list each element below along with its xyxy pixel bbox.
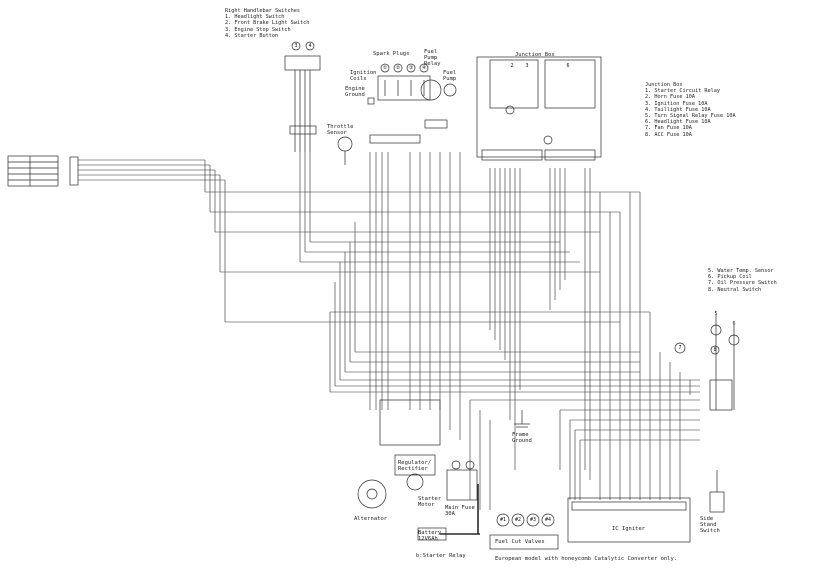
regulator-rectifier-label: Regulator/ Rectifier <box>398 460 432 472</box>
alternator <box>357 479 387 509</box>
spark-plug-assembly <box>367 63 431 144</box>
sensor-legend-item: 5. Water Temp. Sensor <box>708 268 774 274</box>
junction-box <box>476 56 602 161</box>
side-stand-switch <box>709 470 725 513</box>
callout-valve-2: #2 <box>514 517 522 523</box>
callout-sensor-8: 8 <box>713 347 717 353</box>
junction-legend-item: 3. Ignition Fuse 10A <box>645 100 708 107</box>
callout-plug-1: ① <box>382 65 388 71</box>
starter-motor <box>406 473 424 491</box>
callout-sensor-7: 7 <box>678 345 682 351</box>
ic-igniter-label: IC Igniter <box>612 526 646 532</box>
junction-legend-item: 4. Taillight Fuse 10A <box>645 106 711 113</box>
regulator-rectifier <box>379 399 441 476</box>
handlebar-legend: Right Handlebar Switches 1. Headlight Sw… <box>225 8 309 39</box>
fuel-pump-relay-label: Fuel Pump Relay <box>424 49 441 67</box>
junction-legend-item: 5. Turn Signal Relay Fuse 10A <box>645 113 736 120</box>
junction-legend-item: 8. ACC Fuse 10A <box>645 131 692 138</box>
callout-valve-4: #4 <box>544 517 552 523</box>
callout-sensor-5: 5 <box>714 311 718 317</box>
handlebar-switch-connector <box>284 41 321 152</box>
callout-handlebar-4: 4 <box>308 43 312 49</box>
starter-motor-label: Starter Motor <box>418 496 442 508</box>
footnote: European model with honeycomb Catalytic … <box>495 556 678 562</box>
starter-relay-label: b:Starter Relay <box>416 553 466 559</box>
junction-legend-item: 6. Headlight Fuse 10A <box>645 119 711 126</box>
sensor-legend: 5. Water Temp. Sensor 6. Pickup Coil 7. … <box>708 268 777 293</box>
callout-valve-3: #3 <box>529 517 537 523</box>
engine-ground-label: Engine Ground <box>345 86 365 98</box>
callout-plug-4: ④ <box>421 65 427 71</box>
ignition-coils-label: Ignition Coils <box>350 70 377 82</box>
battery <box>417 484 480 541</box>
alternator-label: Alternator <box>354 516 388 522</box>
main-fuse-label: Main Fuse 30A <box>445 505 475 517</box>
main-fuse-relay <box>446 460 478 501</box>
fuel-pump-assembly <box>420 79 457 129</box>
handlebar-legend-item: 4. Starter Button <box>225 32 279 39</box>
left-connector <box>7 155 79 187</box>
side-stand-switch-label: Side Stand Switch <box>700 516 720 534</box>
handlebar-legend-item: 1. Headlight Switch <box>225 14 285 21</box>
junction-legend-item: 2. Horn Fuse 10A <box>645 94 695 101</box>
handlebar-legend-item: 2. Front Brake Light Switch <box>225 20 310 27</box>
ic-igniter-box <box>567 497 691 543</box>
callout-plug-2: ② <box>395 65 401 71</box>
callout-junction-6: 6 <box>566 63 570 69</box>
junction-legend-title: Junction Box <box>645 82 683 88</box>
handlebar-legend-title: Right Handlebar Switches <box>225 8 300 14</box>
callout-valve-1: #1 <box>499 517 507 523</box>
junction-box-label: Junction Box <box>515 52 555 58</box>
sensor-group <box>674 315 740 411</box>
junction-legend-item: 1. Starter Circuit Relay <box>645 88 720 95</box>
main-harness <box>78 152 700 510</box>
callout-plug-3: ③ <box>408 65 414 71</box>
fuel-cut-valves <box>489 513 559 550</box>
battery-label: Battery 12V6Ah <box>418 530 442 542</box>
callout-junction-2: 2 <box>510 63 514 69</box>
sensor-legend-item: 7. Oil Pressure Switch <box>708 280 777 287</box>
handlebar-legend-item: 3. Engine Stop Switch <box>225 26 291 33</box>
junction-legend: Junction Box 1. Starter Circuit Relay 2.… <box>645 82 736 138</box>
fuel-cut-valves-label: Fuel Cut Valves <box>495 539 545 545</box>
throttle-sensor-label: Throttle Sensor <box>327 124 354 136</box>
throttle-sensor <box>337 136 353 165</box>
spark-plugs-label: Spark Plugs <box>373 51 410 57</box>
junction-legend-item: 7. Fan Fuse 10A <box>645 125 692 132</box>
frame-ground-label: Frame Ground <box>512 432 532 444</box>
callout-junction-3: 3 <box>525 63 529 69</box>
callout-handlebar-3: 3 <box>294 43 298 49</box>
frame-ground <box>514 410 530 428</box>
fuel-pump-label: Fuel Pump <box>443 70 457 82</box>
callout-sensor-6: 6 <box>732 321 736 327</box>
sensor-legend-item: 6. Pickup Coil <box>708 274 752 281</box>
sensor-legend-item: 8. Neutral Switch <box>708 286 762 293</box>
